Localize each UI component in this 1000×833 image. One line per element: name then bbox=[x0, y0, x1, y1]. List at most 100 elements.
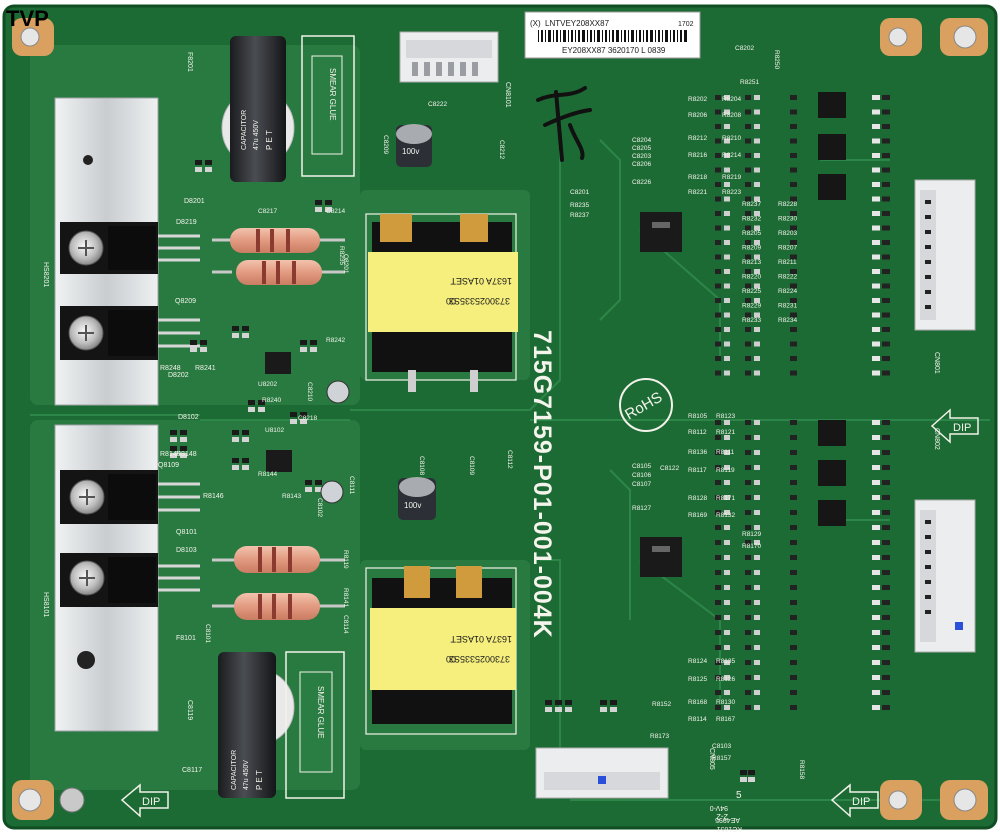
controller-ic-u8101 bbox=[640, 537, 682, 577]
smd-chip bbox=[790, 690, 797, 695]
mosfet-q8201 bbox=[60, 306, 200, 360]
ref-designator: U8202 bbox=[258, 381, 278, 388]
smd-chip bbox=[724, 435, 730, 440]
smd-chip bbox=[610, 707, 617, 712]
label-hs8101: HS8101 bbox=[42, 592, 49, 617]
smd-chip bbox=[872, 269, 880, 274]
ref-designator: R8218 bbox=[688, 174, 708, 181]
smd-chip bbox=[745, 555, 751, 560]
smd-chip bbox=[745, 465, 751, 470]
smd-chip bbox=[715, 630, 721, 635]
smd-chip bbox=[745, 109, 751, 115]
smd-chip bbox=[872, 167, 880, 173]
cap-marking-bottom-value: 47u 450V bbox=[243, 760, 250, 790]
smd-chip bbox=[882, 370, 890, 376]
smd-chip bbox=[790, 525, 797, 530]
smd-chip bbox=[882, 167, 890, 173]
dip-label-right-2: DIP bbox=[852, 796, 870, 808]
smd-chip bbox=[872, 555, 880, 560]
smd-chip bbox=[754, 450, 760, 455]
ref-designator: C8205 bbox=[632, 145, 652, 152]
smd-chip bbox=[872, 645, 880, 650]
smd-chip bbox=[872, 540, 880, 545]
smd-chip bbox=[745, 211, 751, 216]
smd-chip bbox=[790, 585, 797, 590]
smd-chip bbox=[242, 458, 249, 463]
ref-designator: R8206 bbox=[688, 112, 708, 119]
smd-chip bbox=[754, 510, 760, 515]
ref-designator: Q8209 bbox=[175, 298, 196, 305]
smd-chip bbox=[600, 707, 607, 712]
smd-chip bbox=[315, 480, 322, 485]
ref-designator: R8148 bbox=[176, 451, 197, 458]
smd-chip bbox=[715, 312, 721, 318]
smd-chip bbox=[790, 138, 797, 144]
smd-components bbox=[170, 95, 890, 782]
ref-designator: C8102 bbox=[316, 498, 323, 518]
ref-designator: R8202 bbox=[688, 96, 708, 103]
smd-chip bbox=[754, 124, 760, 129]
smd-chip bbox=[872, 510, 880, 515]
connector-cn802 bbox=[914, 499, 976, 653]
smd-chip bbox=[170, 446, 177, 451]
smd-chip bbox=[754, 153, 760, 158]
smd-chip bbox=[872, 196, 880, 202]
ref-designator: C8210 bbox=[306, 382, 313, 402]
smd-chip bbox=[715, 153, 721, 158]
smd-chip bbox=[715, 254, 721, 260]
ref-designator: C8114 bbox=[342, 615, 349, 634]
smd-chip bbox=[315, 200, 322, 205]
board-part-number: 715G7159-P01-001-004K bbox=[528, 330, 556, 639]
smd-chip bbox=[872, 240, 880, 245]
ref-designator: R8237 bbox=[742, 201, 762, 208]
smd-chip bbox=[745, 356, 751, 361]
transformer-top-brand: ASET bbox=[450, 276, 474, 286]
smd-chip bbox=[200, 347, 207, 352]
small-cap-top-label: 100v bbox=[402, 147, 419, 156]
ref-designator: C8201 bbox=[570, 189, 590, 196]
cap-marking-top-pet: P E T bbox=[265, 130, 274, 150]
smd-chip bbox=[300, 412, 307, 417]
ref-designator: R8233 bbox=[742, 317, 762, 324]
connector-cn8101 bbox=[399, 31, 499, 83]
smd-chip bbox=[754, 95, 760, 100]
label-cn802: CN802 bbox=[933, 428, 940, 450]
smd-chip bbox=[258, 407, 265, 412]
smd-chip bbox=[715, 495, 721, 500]
smd-chip bbox=[195, 167, 202, 172]
smd-chip bbox=[715, 690, 721, 695]
smd-chip bbox=[715, 95, 721, 100]
smd-chip bbox=[724, 298, 730, 303]
smd-chip bbox=[724, 525, 730, 530]
smd-chip bbox=[724, 510, 730, 515]
ref-designator: R8146 bbox=[203, 493, 224, 500]
smd-chip bbox=[882, 182, 890, 187]
smd-chip bbox=[545, 700, 552, 705]
smd-chip bbox=[872, 312, 880, 318]
smd-chip bbox=[882, 495, 890, 500]
handwritten-mark bbox=[536, 86, 592, 162]
ref-designator: R8222 bbox=[778, 274, 798, 281]
ref-designator: R8223 bbox=[722, 189, 742, 196]
smd-chip bbox=[724, 570, 730, 575]
cap-marking-top-value: 47u 450V bbox=[253, 120, 260, 150]
smd-chip bbox=[872, 525, 880, 530]
smd-chip bbox=[715, 167, 721, 173]
ref-designator: D8102 bbox=[178, 414, 199, 421]
smd-chip bbox=[882, 600, 890, 605]
smd-chip bbox=[724, 283, 730, 289]
ref-designator: R8105 bbox=[688, 413, 708, 420]
smd-chip bbox=[754, 570, 760, 575]
smd-chip bbox=[882, 465, 890, 470]
smd-chip bbox=[325, 207, 332, 212]
ref-designator: C8111 bbox=[348, 476, 355, 495]
label-cn805: CN805 bbox=[708, 748, 715, 770]
smd-chip bbox=[882, 570, 890, 575]
smd-chip bbox=[180, 437, 187, 442]
smd-chip bbox=[882, 269, 890, 274]
ref-designator: R8250 bbox=[773, 50, 780, 70]
smd-chip bbox=[205, 160, 212, 165]
